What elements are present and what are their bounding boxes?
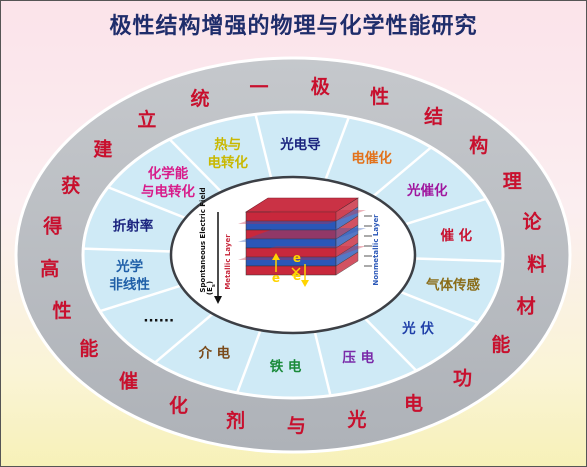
outer-ring-char: 料 bbox=[527, 252, 546, 275]
electron-label: e bbox=[293, 269, 301, 283]
layer-plane bbox=[238, 246, 366, 260]
outer-ring-char: 性 bbox=[53, 299, 72, 322]
outer-ring-char: 剂 bbox=[226, 409, 245, 432]
field-symbol: (Es) bbox=[206, 281, 217, 295]
spontaneous-field-label: Spontaneous Electric Field bbox=[199, 187, 207, 292]
layer-plane bbox=[238, 210, 366, 224]
cross-mark bbox=[291, 267, 301, 277]
sector-divider bbox=[107, 186, 187, 220]
electron-arrow-head bbox=[301, 280, 309, 287]
sector-divider bbox=[235, 329, 262, 394]
sector-divider bbox=[99, 284, 182, 313]
outer-ring-char: 构 bbox=[469, 134, 488, 157]
outer-ring-char: 论 bbox=[523, 210, 543, 233]
outer-ring-char: 高 bbox=[40, 257, 59, 280]
inner-ring-label: 折射率 bbox=[113, 217, 154, 234]
layer-plane bbox=[238, 228, 366, 242]
inner-ring-label: 压 电 bbox=[342, 349, 374, 366]
sector-divider bbox=[168, 138, 223, 193]
sector-divider bbox=[313, 331, 332, 397]
inner-ring-label: 光电导 bbox=[279, 136, 321, 153]
inner-ring-label: 光学非线性 bbox=[109, 258, 150, 293]
outer-ring-char: 获 bbox=[61, 174, 80, 197]
electron-label: e bbox=[293, 251, 301, 265]
inner-ring-label: 介 电 bbox=[197, 345, 230, 362]
outer-ring-char: 能 bbox=[79, 337, 98, 360]
outer-ring-char: 电 bbox=[404, 392, 423, 415]
outer-ring-char: 立 bbox=[137, 108, 156, 131]
inner-ring-label: 热与电转化 bbox=[208, 136, 249, 171]
sector-divider bbox=[414, 257, 503, 263]
outer-ring-char: 能 bbox=[491, 333, 510, 356]
outer-ring-char: 得 bbox=[42, 214, 62, 237]
layered-structure-illustration: Spontaneous Electric Field Metallic Layer… bbox=[199, 187, 380, 304]
layer-front bbox=[245, 265, 337, 276]
sector-divider bbox=[154, 312, 214, 364]
layer-side bbox=[335, 251, 359, 276]
outer-ring-char: 与 bbox=[287, 415, 306, 437]
outer-ring-char: 光 bbox=[346, 408, 366, 431]
sector-divider bbox=[399, 290, 479, 324]
inner-ring-label: 光催化 bbox=[406, 182, 448, 199]
outer-ring-char: 催 bbox=[119, 370, 138, 393]
outer-ring-char: 理 bbox=[503, 170, 522, 192]
sector-divider bbox=[254, 113, 273, 179]
inner-ring-label: 气体传感 bbox=[425, 277, 480, 294]
outer-ring-char: 功 bbox=[453, 367, 472, 389]
inner-ring-label: 电催化 bbox=[351, 149, 392, 166]
outer-ring-char: 材 bbox=[517, 294, 536, 317]
sector-divider bbox=[372, 146, 432, 198]
inner-ring-label: 铁 电 bbox=[270, 358, 302, 375]
outer-ring-char: 极 bbox=[311, 75, 331, 98]
metallic-layer-label: Metallic Layer bbox=[224, 234, 232, 290]
sector-divider bbox=[363, 317, 418, 372]
outer-ring-char: 统 bbox=[191, 87, 210, 110]
outer-ring-char: 结 bbox=[424, 105, 443, 128]
sector-divider bbox=[324, 116, 351, 181]
outer-ring-char: 建 bbox=[93, 137, 112, 160]
outer-ring-char: 性 bbox=[370, 85, 389, 108]
inner-ring-label: 化学能与电转化 bbox=[141, 165, 195, 200]
electron-arrow-head bbox=[272, 253, 280, 260]
electron-label: e bbox=[272, 271, 280, 285]
outer-ring-char: 一 bbox=[250, 77, 269, 99]
page-title: 极性结构增强的物理与化学性能研究 bbox=[109, 14, 478, 39]
field-arrow-head bbox=[214, 296, 222, 304]
nonmetallic-layer-label: Nonmetallic Layer bbox=[372, 214, 380, 286]
sector-divider bbox=[404, 197, 487, 226]
inner-ring-label: 催 化 bbox=[440, 227, 472, 244]
inner-ring-label: ······ bbox=[143, 313, 174, 329]
inner-ring-label: 光 伏 bbox=[401, 320, 434, 337]
sector-divider bbox=[83, 247, 172, 253]
outer-ring-char: 化 bbox=[169, 394, 188, 417]
